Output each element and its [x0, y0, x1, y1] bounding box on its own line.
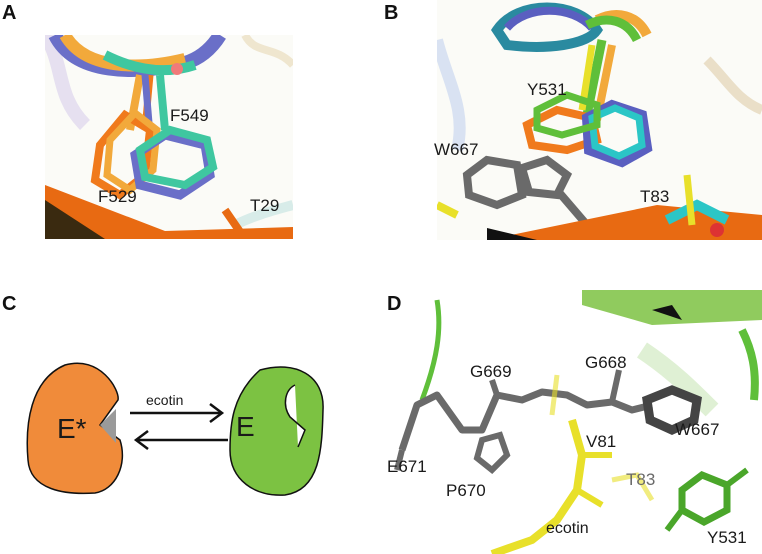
panel-c-letter: C [2, 293, 17, 315]
label-y531: Y531 [527, 80, 567, 99]
label-t83-b: T83 [640, 187, 670, 206]
label-f529: F529 [98, 187, 137, 206]
panel-a-letter: A [2, 2, 17, 24]
label-f549: F549 [170, 106, 209, 125]
label-v81: V81 [586, 432, 617, 451]
enzyme-state-e: E [236, 411, 255, 442]
panel-c-diagram [20, 355, 340, 505]
enzyme-state-e-star: E* [57, 413, 87, 444]
panel-b-structure-image [437, 0, 762, 240]
label-t29: T29 [250, 196, 280, 215]
label-g668: G668 [585, 353, 627, 372]
panel-d-letter: D [387, 293, 402, 315]
arrow-label-ecotin: ecotin [146, 392, 184, 408]
label-ecotin: ecotin [546, 520, 589, 537]
label-t83-d: T83 [626, 470, 656, 489]
label-w667-d: W667 [675, 420, 720, 439]
label-w667-b: W667 [434, 140, 479, 159]
panel-d-structure-image [382, 290, 762, 554]
label-g669: G669 [470, 362, 512, 381]
label-e671: E671 [387, 457, 427, 476]
label-y531-d: Y531 [707, 528, 747, 547]
panel-b-letter: B [384, 2, 399, 24]
label-p670: P670 [446, 481, 486, 500]
panel-a-structure-image [45, 35, 293, 239]
